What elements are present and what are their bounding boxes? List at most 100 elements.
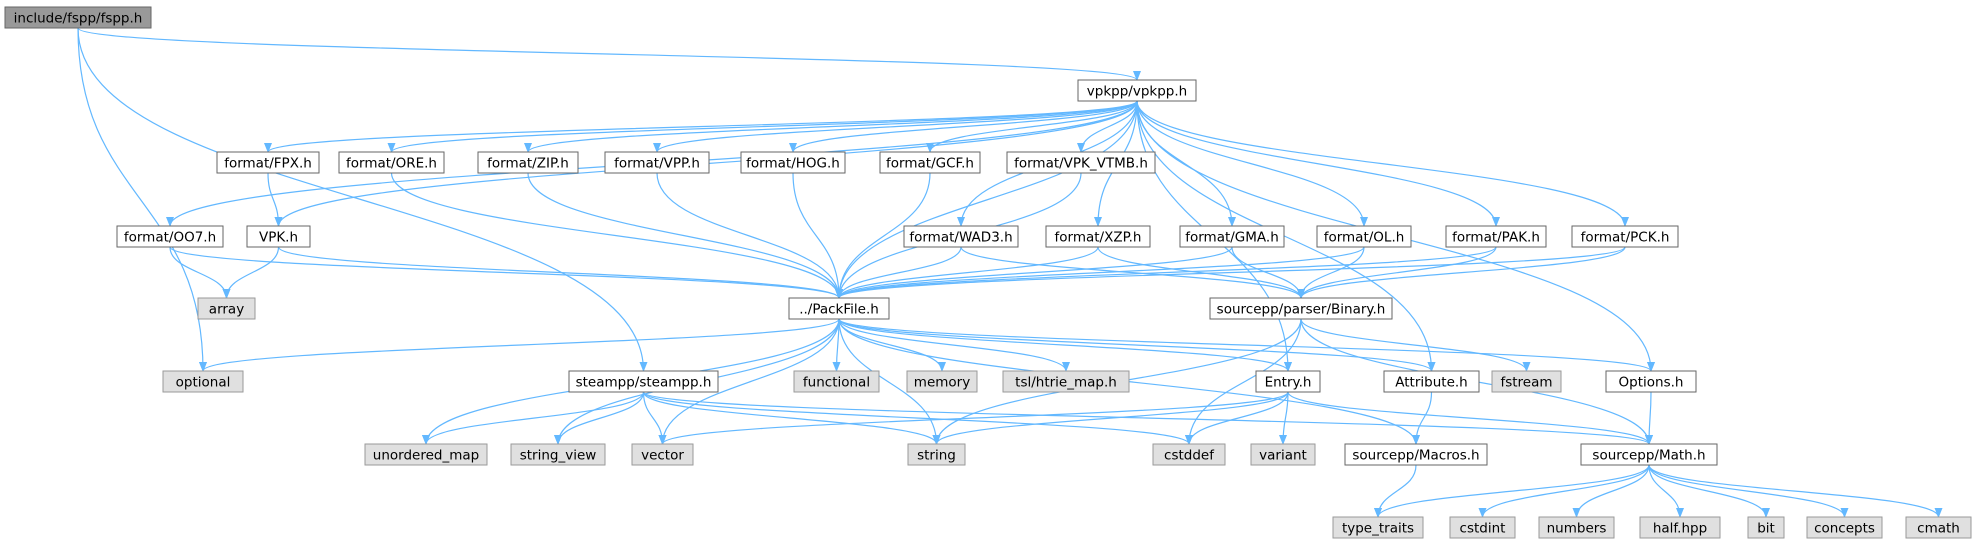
node-sourcepp-math-h[interactable]: sourcepp/Math.h [1580, 443, 1718, 466]
node-format-oo7-h[interactable]: format/OO7.h [116, 225, 224, 248]
node-box [788, 297, 890, 320]
edge-xzp-to-packfile [835, 246, 1099, 299]
node-format-xzp-h[interactable]: format/XZP.h [1045, 225, 1151, 248]
node-steampp-steampp-h[interactable]: steampp/steampp.h [568, 370, 719, 393]
edge-entry-to-vector [658, 391, 1289, 445]
edge-xzp-to-binary [1097, 246, 1305, 299]
node-vector: vector [631, 443, 694, 466]
node-box [4, 6, 152, 29]
node-label: VPK.h [259, 230, 298, 246]
node-box [1383, 370, 1480, 393]
node-vpk-h[interactable]: VPK.h [246, 225, 311, 248]
node-box [162, 370, 244, 393]
node-entry-h[interactable]: Entry.h [1255, 370, 1321, 393]
edge-math-to-half [1648, 464, 1684, 518]
edge-math-to-bit [1648, 464, 1770, 518]
node-label: string_view [520, 448, 597, 464]
edge-packfile-to-vector [658, 318, 840, 445]
node-optional: optional [162, 370, 244, 393]
node-label: format/WAD3.h [909, 230, 1012, 246]
node-box [1006, 151, 1156, 174]
edge-entry-to-cstddef [1185, 391, 1289, 445]
node-bit: bit [1747, 516, 1785, 539]
node-sourcepp-parser-binary-h[interactable]: sourcepp/parser/Binary.h [1209, 297, 1393, 320]
edge-vpkpp-to-packfile [835, 100, 1138, 299]
node-label: format/OL.h [1324, 230, 1405, 246]
edge-packfile-to-entry [838, 318, 1292, 372]
edge-root-to-steampp [77, 27, 648, 372]
node-label: concepts [1814, 521, 1875, 537]
node-format-pck-h[interactable]: format/PCK.h [1571, 225, 1679, 248]
edge-vpkpp-to-pak [1136, 100, 1500, 227]
node-label: format/ORE.h [346, 156, 437, 172]
node-label: fstream [1500, 375, 1552, 391]
node-array: array [197, 297, 256, 320]
edge-pck-to-packfile [835, 246, 1626, 299]
node-box [1580, 443, 1718, 466]
node-box [568, 370, 719, 393]
node-label: functional [803, 375, 870, 391]
node-numbers: numbers [1538, 516, 1615, 539]
node-functional: functional [793, 370, 880, 393]
edge-packfile-to-optional [199, 318, 840, 372]
edge-packfile-to-attribute [838, 318, 1436, 372]
node-label: format/VPK_VTMB.h [1014, 156, 1148, 172]
node-format-hog-h[interactable]: format/HOG.h [740, 151, 846, 174]
edge-vpkpp-to-vpp [653, 100, 1138, 153]
node-vpkpp-vpkpp-h[interactable]: vpkpp/vpkpp.h [1077, 79, 1197, 102]
node-box [793, 370, 880, 393]
node-format-vpp-h[interactable]: format/VPP.h [604, 151, 710, 174]
edge-math-to-cmath [1648, 464, 1943, 518]
edge-vpp-to-packfile [656, 172, 843, 299]
node-box [1255, 370, 1321, 393]
node-box [907, 443, 966, 466]
node-label: cstddef [1164, 448, 1215, 464]
node-label: type_traits [1342, 521, 1414, 537]
node-box [1344, 443, 1488, 466]
node-format-ol-h[interactable]: format/OL.h [1316, 225, 1412, 248]
node-box [1905, 516, 1972, 539]
edge-root-to-vpkpp [77, 27, 1141, 81]
edge-vpk-to-array [222, 246, 280, 299]
node-format-gcf-h[interactable]: format/GCF.h [879, 151, 981, 174]
node-format-pak-h[interactable]: format/PAK.h [1445, 225, 1547, 248]
node-box [1445, 225, 1547, 248]
node-label: optional [176, 375, 231, 391]
node-sourcepp-macros-h[interactable]: sourcepp/Macros.h [1344, 443, 1488, 466]
edge-ore-to-packfile [390, 172, 843, 299]
edge-vpkpp-to-zip [524, 100, 1138, 153]
edge-ol-to-packfile [835, 246, 1365, 299]
node-label: sourcepp/Math.h [1592, 448, 1705, 464]
edge-binary-to-cstddef [1185, 318, 1302, 445]
node-label: format/ZIP.h [487, 156, 569, 172]
node-format-zip-h[interactable]: format/ZIP.h [477, 151, 579, 174]
edge-attribute-to-macros [1412, 391, 1433, 445]
node-format-wad3-h[interactable]: format/WAD3.h [903, 225, 1019, 248]
node-attribute-h[interactable]: Attribute.h [1383, 370, 1480, 393]
node-box [1491, 370, 1562, 393]
node-format-ore-h[interactable]: format/ORE.h [338, 151, 445, 174]
node-label: format/PAK.h [1452, 230, 1540, 246]
node-options-h[interactable]: Options.h [1605, 370, 1697, 393]
node-box [1002, 370, 1130, 393]
node-label: format/XZP.h [1055, 230, 1142, 246]
node-label: format/OO7.h [124, 230, 216, 246]
node-format-vpk-vtmb-h[interactable]: format/VPK_VTMB.h [1006, 151, 1156, 174]
node-label: array [209, 302, 244, 318]
node-box [903, 225, 1019, 248]
node-box [338, 151, 445, 174]
node-include-fspp-fspp-h[interactable]: include/fspp/fspp.h [4, 6, 152, 29]
node-box [631, 443, 694, 466]
edge-vpkpp-to-vtmb [1077, 100, 1138, 153]
edge-steampp-to-cstddef [642, 391, 1193, 445]
node-label: vpkpp/vpkpp.h [1087, 84, 1187, 100]
node-label: ../PackFile.h [799, 302, 879, 318]
node-box [740, 151, 846, 174]
edge-entry-to-math [1287, 391, 1653, 445]
node-format-gma-h[interactable]: format/GMA.h [1179, 225, 1285, 248]
node-box [510, 443, 606, 466]
node-packfile-h[interactable]: ../PackFile.h [788, 297, 890, 320]
node-format-fpx-h[interactable]: format/FPX.h [216, 151, 320, 174]
edge-math-to-type_traits [1374, 464, 1650, 518]
